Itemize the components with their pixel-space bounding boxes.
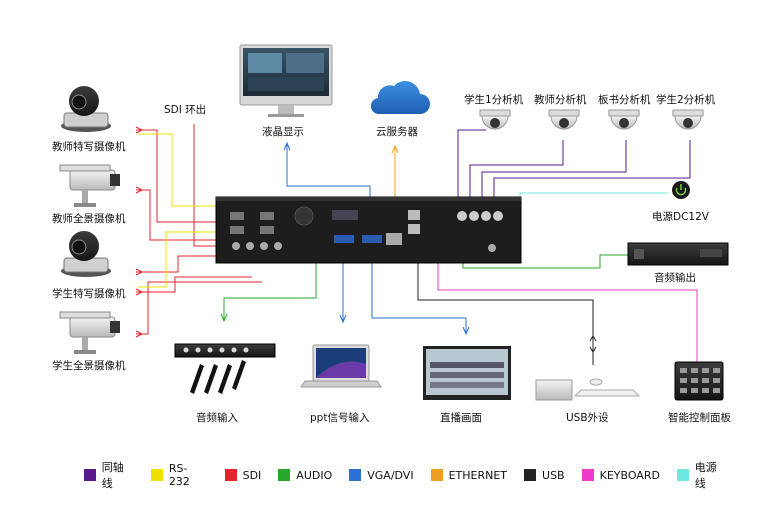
sdi-wire-3 (136, 255, 246, 273)
power-wire (496, 192, 668, 249)
teacher-panorama-camera-label: 教师全景摄像机 (52, 213, 126, 225)
legend-item: SDI (224, 468, 262, 482)
coax-wire-1 (457, 129, 486, 208)
student-panorama-camera-label: 学生全景摄像机 (52, 360, 126, 372)
wire-legend: 同轴线 RS-232 SDI AUDIO VGA/DVI ETHERNET USB KEYBO… (84, 461, 744, 490)
audio-mixer-icon (174, 343, 276, 358)
sdi-wire-5 (136, 276, 252, 293)
ptz-camera-icon (61, 86, 111, 132)
ppt-input-label: ppt信号输入 (310, 412, 370, 424)
power-button-icon (672, 181, 690, 199)
legend-item: VGA/DVI (349, 468, 414, 482)
teacher-close-camera-label: 教师特写摄像机 (52, 141, 126, 153)
dome-camera-icon (608, 109, 640, 130)
legend-swatch (430, 469, 443, 481)
board-analyzer-label: 板书分析机 (598, 94, 651, 106)
laptop-icon (300, 344, 382, 388)
cloud-icon (370, 81, 430, 115)
microphone-icon (190, 360, 246, 394)
vga-lcd-wire (286, 143, 371, 206)
legend-swatch (224, 469, 237, 481)
live-output-label: 直播画面 (440, 412, 482, 424)
legend-label: KEYBOARD (599, 468, 660, 482)
usb-peripheral-icon (535, 378, 641, 401)
rs232-wire-1 (138, 133, 252, 207)
student2-analyzer-label: 学生2分析机 (656, 94, 716, 106)
legend-item: ETHERNET (430, 468, 508, 482)
sdi-loop-label: SDI 环出 (164, 104, 207, 116)
dome-camera-icon (672, 109, 704, 130)
legend-item: 电源线 (676, 459, 727, 491)
legend-item: 同轴线 (84, 459, 134, 491)
legend-item: USB (524, 469, 565, 482)
legend-item: RS-232 (151, 462, 208, 488)
coax-wire-2 (469, 140, 564, 208)
dome-camera-icon (548, 109, 580, 130)
coax-wire-4 (493, 140, 691, 208)
box-camera-icon (59, 311, 120, 354)
ptz-camera-icon (61, 231, 111, 277)
legend-swatch (524, 469, 537, 481)
legend-swatch (581, 469, 594, 481)
legend-item: KEYBOARD (581, 468, 660, 482)
legend-item: AUDIO (278, 469, 332, 482)
legend-label: SDI (242, 468, 262, 482)
usb-peripheral-label: USB外设 (566, 412, 609, 424)
legend-label: 同轴线 (101, 461, 124, 490)
teacher-analyzer-label: 教师分析机 (534, 94, 587, 106)
audio-output-label: 音频输出 (654, 272, 696, 284)
lcd-label: 液晶显示 (262, 126, 304, 138)
legend-label: 电源线 (694, 461, 717, 490)
audio-amplifier-icon (627, 242, 729, 266)
legend-swatch (676, 469, 689, 481)
student1-analyzer-label: 学生1分析机 (464, 94, 524, 106)
recording-host-icon (215, 196, 522, 264)
keyboard-wire (437, 250, 698, 362)
legend-label: ETHERNET (448, 468, 508, 482)
legend-swatch (278, 469, 291, 481)
control-panel-label: 智能控制面板 (668, 412, 731, 424)
legend-label: USB (542, 468, 565, 482)
vga-live-wire (371, 253, 467, 333)
student-close-camera-label: 学生特写摄像机 (52, 288, 126, 300)
legend-label: RS-232 (168, 462, 190, 488)
box-camera-icon (59, 164, 120, 207)
legend-label: VGA/DVI (367, 468, 414, 482)
cloud-label: 云服务器 (376, 126, 418, 138)
legend-swatch (349, 469, 362, 481)
sdi-wire-1 (136, 129, 220, 223)
tv-icon (423, 346, 511, 400)
sdi-wire-4 (136, 281, 262, 335)
legend-label: AUDIO (296, 468, 333, 482)
lcd-monitor-icon (239, 44, 333, 117)
audio-in-wire (223, 246, 317, 320)
audio-input-label: 音频输入 (196, 412, 238, 424)
control-panel-icon (674, 361, 724, 401)
legend-swatch (84, 469, 96, 481)
rs232-wire-2 (138, 231, 246, 288)
usb-wire (417, 250, 594, 365)
power-label: 电源DC12V (652, 211, 709, 223)
coax-wire-3 (481, 140, 627, 208)
legend-swatch (151, 469, 163, 481)
dome-camera-icon (479, 109, 511, 130)
